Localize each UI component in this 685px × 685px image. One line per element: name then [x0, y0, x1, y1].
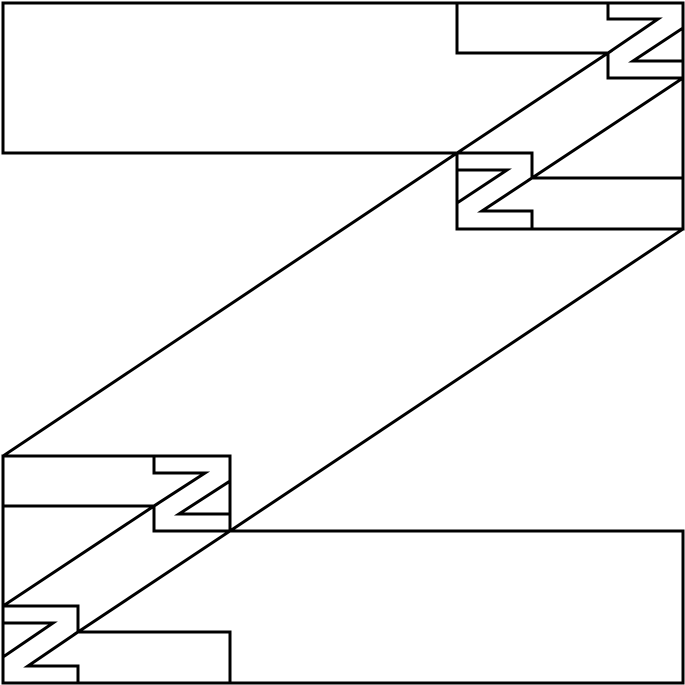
- z-level-1-bottom: [1, 454, 232, 685]
- z-level-2-top-a: [606, 1, 685, 80]
- z-level-2-top-b: [455, 151, 534, 231]
- z-level-2-bottom-b: [1, 604, 80, 685]
- z-level-1-top: [455, 1, 685, 231]
- z-level-2-bottom-a: [152, 454, 232, 533]
